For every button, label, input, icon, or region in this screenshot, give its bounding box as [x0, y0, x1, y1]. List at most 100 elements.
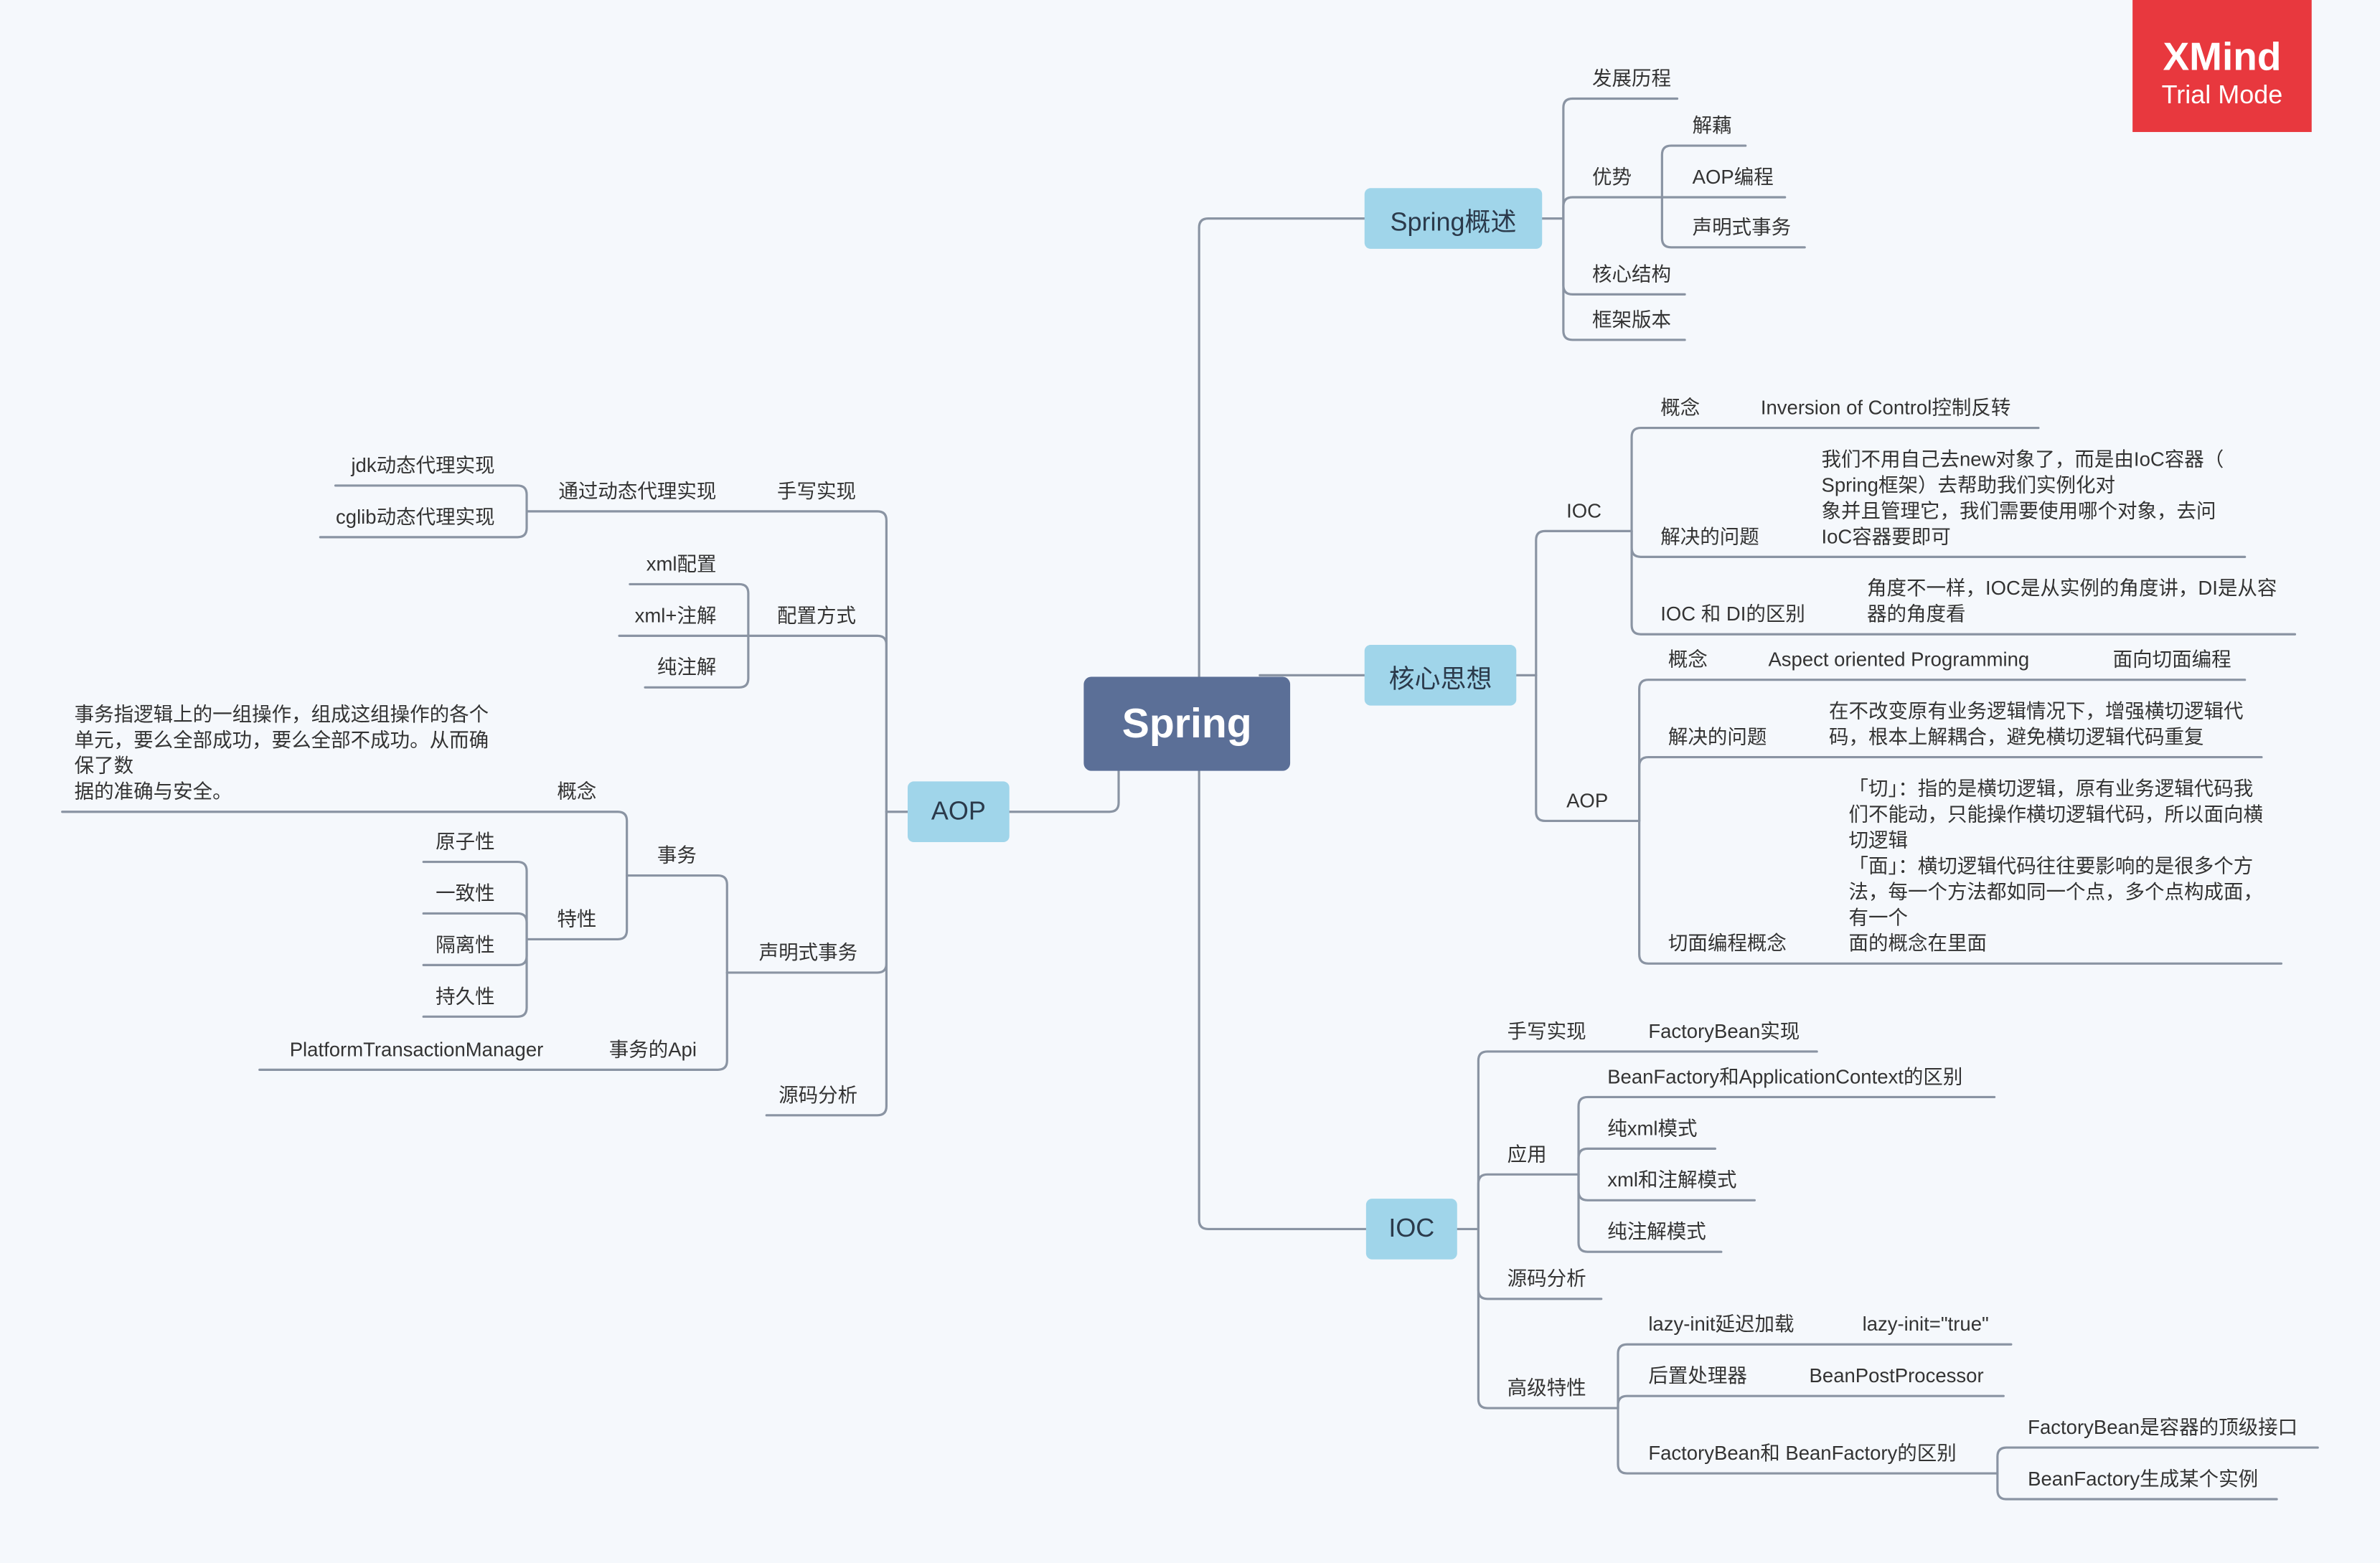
- subtopic-ioc-handwritten[interactable]: 手写实现: [1507, 1019, 1586, 1043]
- subtopic-core-ioc[interactable]: IOC: [1566, 499, 1602, 522]
- subtopic-aop-concept-value[interactable]: Aspect oriented Programming: [1768, 648, 2030, 671]
- subtopic-transaction-concept-text[interactable]: 事务指逻辑上的一组操作，组成这组操作的各个 单元，要么全部成功，要么全部不成功。…: [75, 701, 489, 804]
- topic-core-ideas[interactable]: 核心思想: [1364, 645, 1517, 706]
- connector-line: [1535, 674, 1641, 823]
- connector-line: [1577, 1095, 1996, 1176]
- connector-line: [1660, 196, 1806, 249]
- trial-mode-badge[interactable]: XMind Trial Mode: [2132, 0, 2312, 133]
- central-topic-spring[interactable]: Spring: [1083, 676, 1291, 771]
- subtopic-history[interactable]: 发展历程: [1592, 67, 1672, 90]
- subtopic-post-processor[interactable]: 后置处理器: [1648, 1364, 1747, 1387]
- connector-line: [1562, 196, 1663, 220]
- connector-line: [765, 811, 888, 1117]
- subtopic-advantage-item[interactable]: AOP编程: [1692, 165, 1774, 189]
- subtopic-ioc-vs-di[interactable]: IOC 和 DI的区别: [1660, 602, 1805, 625]
- subtopic-aop-handwritten[interactable]: 手写实现: [777, 479, 857, 503]
- subtopic-ioc-concept[interactable]: 概念: [1660, 396, 1701, 419]
- subtopic-aop-concept[interactable]: 概念: [1668, 648, 1708, 671]
- subtopic-lazy-init-value[interactable]: lazy-init="true": [1862, 1312, 1989, 1336]
- subtopic-ioc-vs-di-text[interactable]: 角度不一样，IOC是从实例的角度讲，DI是从容 器的角度看: [1867, 575, 2277, 627]
- topic-aop[interactable]: AOP: [908, 781, 1010, 843]
- connector-line: [1535, 529, 1633, 676]
- connector-line: [1562, 217, 1686, 341]
- connector-line: [422, 938, 528, 1018]
- connector-line: [1617, 1407, 1999, 1475]
- text-line: 切逻辑: [1848, 828, 1909, 851]
- subtopic-aspect-concept[interactable]: 切面编程概念: [1668, 931, 1787, 955]
- subtopic-property-item[interactable]: 原子性: [436, 830, 495, 853]
- subtopic-transaction-api[interactable]: 事务的Api: [608, 1037, 697, 1061]
- text-line: 法，每一个方法都如同一个点，多个点构成面，: [1848, 879, 2264, 903]
- text-line: 我们不用自己去new对象了，而是由IoC容器（: [1821, 448, 2224, 471]
- subtopic-declarative-tx[interactable]: 声明式事务: [758, 940, 858, 964]
- subtopic-transaction-properties[interactable]: 特性: [557, 907, 597, 930]
- subtopic-factorybean-diff[interactable]: FactoryBean和 BeanFactory的区别: [1648, 1441, 1957, 1465]
- subtopic-application-item[interactable]: 纯注解模式: [1607, 1219, 1706, 1243]
- subtopic-ioc-application[interactable]: 应用: [1507, 1142, 1547, 1166]
- connector-line: [1638, 819, 2283, 965]
- topic-ioc[interactable]: IOC: [1365, 1199, 1457, 1260]
- connector-line: [1630, 529, 2297, 636]
- subtopic-property-item[interactable]: 持久性: [436, 984, 495, 1008]
- subtopic-proxy-item[interactable]: cglib动态代理实现: [336, 505, 495, 529]
- subtopic-factorybean-diff-item[interactable]: BeanFactory生成某个实例: [2028, 1467, 2259, 1491]
- subtopic-aop-concept-translation[interactable]: 面向切面编程: [2112, 648, 2231, 671]
- subtopic-core-aop[interactable]: AOP: [1566, 789, 1609, 812]
- text-line: 象并且管理它，我们需要使用哪个对象，去问: [1821, 499, 2216, 522]
- text-line: 保了数: [74, 754, 134, 778]
- subtopic-advantage-item[interactable]: 解藕: [1692, 113, 1732, 137]
- subtopic-versions[interactable]: 框架版本: [1592, 308, 1672, 331]
- subtopic-application-item[interactable]: 纯xml模式: [1607, 1116, 1698, 1140]
- connector-line: [1008, 770, 1120, 813]
- subtopic-config-item[interactable]: 纯注解: [657, 655, 717, 679]
- subtopic-property-item[interactable]: 一致性: [436, 882, 495, 905]
- subtopic-advantages[interactable]: 优势: [1592, 165, 1632, 189]
- xmind-logo-text: XMind: [2163, 33, 2282, 80]
- text-line: 码，根本上解耦合，避免横切逻辑代码重复: [1829, 725, 2204, 748]
- text-line: 在不改变原有业务逻辑情况下，增强横切逻辑代: [1829, 699, 2244, 722]
- text-line: 「面」：横切逻辑代码往往要影响的是很多个方: [1848, 854, 2254, 877]
- text-line: 据的准确与安全。: [74, 780, 232, 803]
- subtopic-application-item[interactable]: xml和注解模式: [1607, 1168, 1737, 1191]
- connector-line: [319, 510, 528, 539]
- subtopic-aop-source[interactable]: 源码分析: [779, 1083, 858, 1107]
- subtopic-ioc-source[interactable]: 源码分析: [1507, 1267, 1586, 1290]
- subtopic-aop-problem[interactable]: 解决的问题: [1668, 725, 1767, 748]
- subtopic-aspect-concept-text[interactable]: 「切」：指的是横切逻辑，原有业务逻辑代码我 们不能动，只能操作横切逻辑代码，所以…: [1849, 775, 2264, 956]
- subtopic-advantage-item[interactable]: 声明式事务: [1692, 215, 1792, 239]
- subtopic-proxy-item[interactable]: jdk动态代理实现: [351, 453, 495, 477]
- subtopic-dynamic-proxy[interactable]: 通过动态代理实现: [558, 479, 717, 503]
- connector-line: [1477, 1173, 1580, 1231]
- subtopic-core-structure[interactable]: 核心结构: [1592, 262, 1672, 285]
- subtopic-ioc-problem-text[interactable]: 我们不用自己去new对象了，而是由IoC容器（ Spring框架）去帮助我们实例…: [1821, 446, 2224, 549]
- subtopic-ioc-concept-value[interactable]: Inversion of Control控制反转: [1760, 396, 2011, 419]
- subtopic-transaction-api-value[interactable]: PlatformTransactionManager: [289, 1037, 544, 1061]
- subtopic-transaction-concept[interactable]: 概念: [557, 780, 597, 803]
- subtopic-factorybean-diff-item[interactable]: FactoryBean是容器的顶级接口: [2028, 1415, 2298, 1439]
- connector-line: [747, 634, 888, 813]
- subtopic-aop-config[interactable]: 配置方式: [777, 603, 857, 627]
- connector-line: [1630, 426, 2040, 532]
- subtopic-transaction[interactable]: 事务: [657, 844, 697, 867]
- text-line: 器的角度看: [1866, 602, 1966, 625]
- text-line: 们不能动，只能操作横切逻辑代码，所以面向横: [1848, 803, 2264, 826]
- connector-line: [422, 912, 528, 941]
- subtopic-property-item[interactable]: 隔离性: [436, 932, 495, 956]
- subtopic-ioc-problem[interactable]: 解决的问题: [1660, 524, 1759, 548]
- subtopic-ioc-advanced[interactable]: 高级特性: [1507, 1376, 1586, 1399]
- connector-line: [422, 860, 528, 941]
- subtopic-ioc-handwritten-value[interactable]: FactoryBean实现: [1648, 1019, 1800, 1043]
- subtopic-post-processor-value[interactable]: BeanPostProcessor: [1809, 1364, 1984, 1387]
- connector-line: [525, 874, 629, 941]
- topic-spring-overview[interactable]: Spring概述: [1364, 188, 1543, 249]
- subtopic-application-item[interactable]: BeanFactory和ApplicationContext的区别: [1607, 1065, 1963, 1088]
- subtopic-config-item[interactable]: xml+注解: [634, 603, 717, 627]
- subtopic-lazy-init[interactable]: lazy-init延迟加载: [1648, 1312, 1795, 1336]
- subtopic-config-item[interactable]: xml配置: [646, 552, 717, 575]
- connector-line: [1638, 755, 2263, 823]
- connector-line: [1477, 1227, 1619, 1409]
- text-line: Spring框架）去帮助我们实例化对: [1821, 473, 2116, 496]
- subtopic-aop-problem-text[interactable]: 在不改变原有业务逻辑情况下，增强横切逻辑代 码，根本上解耦合，避免横切逻辑代码重…: [1829, 698, 2244, 750]
